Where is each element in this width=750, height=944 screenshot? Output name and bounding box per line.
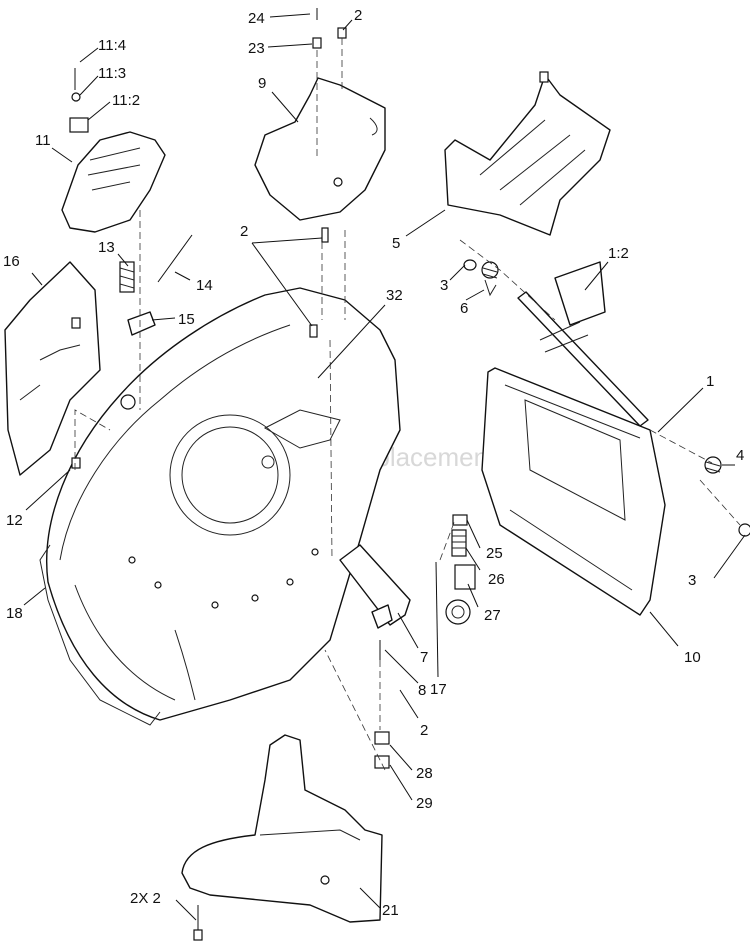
callout-13: 13 xyxy=(98,239,115,256)
assembly-lines xyxy=(74,38,741,771)
height-adjust-parts xyxy=(445,514,476,625)
spring-4-part xyxy=(704,456,750,537)
callout-29: 29 xyxy=(416,795,433,812)
nuts-parts xyxy=(374,731,390,769)
callout-labels: 24 2 23 9 11:4 11:3 11:2 11 5 2 16 13 14… xyxy=(3,7,744,919)
callout-15: 15 xyxy=(178,311,195,328)
callout-12: 12 xyxy=(6,512,23,529)
callout-21: 21 xyxy=(382,902,399,919)
spring-13-rod-14-parts xyxy=(119,234,193,336)
callout-8: 8 xyxy=(418,682,426,699)
callout-4: 4 xyxy=(736,447,744,464)
rear-door-part xyxy=(444,71,611,236)
spring-part xyxy=(463,259,499,297)
hinge-rod-part xyxy=(517,261,649,427)
callout-2-mid: 2 xyxy=(240,223,248,240)
callout-3-upper: 3 xyxy=(440,277,448,294)
callout-1: 1 xyxy=(706,373,714,390)
callout-28: 28 xyxy=(416,765,433,782)
callout-32: 32 xyxy=(386,287,403,304)
bracket-parts xyxy=(339,544,411,660)
callout-24: 24 xyxy=(248,10,265,27)
callout-11-3: 11:3 xyxy=(98,65,126,82)
callout-18: 18 xyxy=(6,605,23,622)
callout-14: 14 xyxy=(196,277,213,294)
callout-9: 9 xyxy=(258,75,266,92)
callout-11: 11 xyxy=(35,132,51,149)
chute-part xyxy=(481,367,666,616)
callout-2-low: 2 xyxy=(420,722,428,739)
callout-7: 7 xyxy=(420,649,428,666)
callout-6: 6 xyxy=(460,300,468,317)
callout-1-2: 1:2 xyxy=(608,245,629,262)
callout-25: 25 xyxy=(486,545,503,562)
shroud-part xyxy=(61,68,166,233)
mower-deck-part xyxy=(39,287,401,726)
discharge-shroud-part xyxy=(4,261,101,476)
callout-5: 5 xyxy=(392,235,400,252)
callout-26: 26 xyxy=(488,571,505,588)
callout-17: 17 xyxy=(430,681,447,698)
callout-11-4: 11:4 xyxy=(98,37,126,54)
callout-11-2: 11:2 xyxy=(112,92,140,109)
leader-lines xyxy=(23,13,746,921)
callout-2-top: 2 xyxy=(354,7,362,24)
callout-10: 10 xyxy=(684,649,701,666)
callout-2x-2: 2X 2 xyxy=(130,890,161,907)
callout-3-lower: 3 xyxy=(688,572,696,589)
callout-23: 23 xyxy=(248,40,265,57)
cover-plate-part xyxy=(254,77,386,221)
callout-16: 16 xyxy=(3,253,20,270)
callout-27: 27 xyxy=(484,607,501,624)
mulch-plug-part xyxy=(181,734,383,941)
